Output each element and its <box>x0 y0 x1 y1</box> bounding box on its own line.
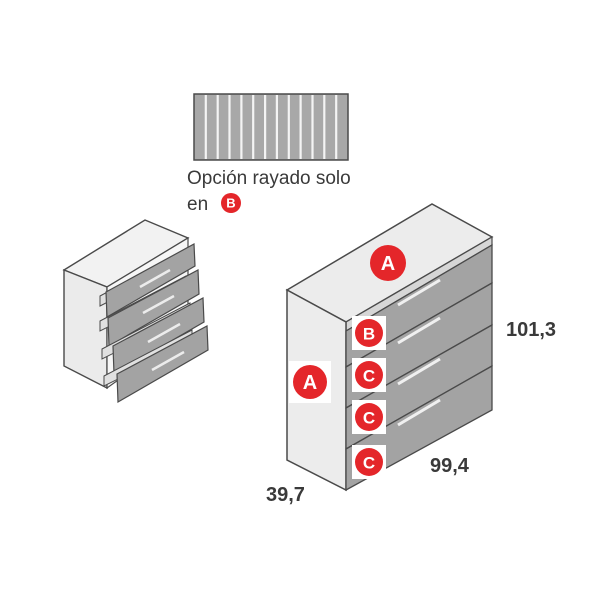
small-drawer-3 <box>101 297 205 376</box>
badge-drawer3: C <box>352 400 386 434</box>
note-badge-label: B <box>226 196 235 211</box>
badge-side: A <box>289 361 331 403</box>
small-drawer-1 <box>99 243 196 319</box>
small-drawer-4 <box>103 325 209 404</box>
badge-drawer1-label: B <box>363 325 375 344</box>
dimension-depth: 39,7 <box>266 484 305 506</box>
badge-side-label: A <box>303 372 317 394</box>
small-drawer-2 <box>99 269 200 348</box>
badge-top: A <box>370 245 406 281</box>
badge-drawer2-label: C <box>363 367 375 386</box>
badge-drawer3-label: C <box>363 409 375 428</box>
note-badge: B <box>221 193 241 213</box>
striped-swatch <box>193 93 349 161</box>
note-line1: Opción rayado solo <box>187 168 351 189</box>
badge-drawer4: C <box>352 445 386 479</box>
note-line2: en <box>187 194 208 215</box>
dimension-width: 99,4 <box>430 455 470 477</box>
dimension-height: 101,3 <box>506 319 556 341</box>
badge-top-label: A <box>381 253 395 275</box>
badge-drawer4-label: C <box>363 454 375 473</box>
badge-drawer1: B <box>352 316 386 350</box>
small-dresser <box>62 219 209 404</box>
badge-drawer2: C <box>352 358 386 392</box>
